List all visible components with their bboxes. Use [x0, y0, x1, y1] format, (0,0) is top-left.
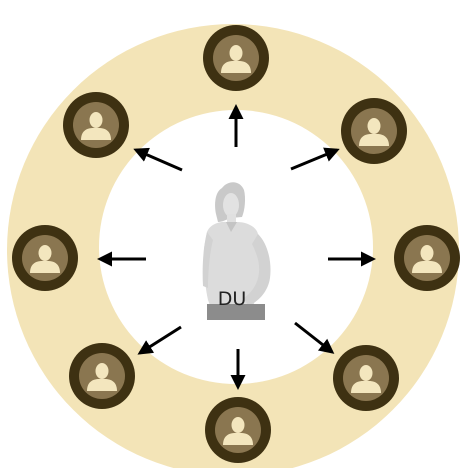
user-node-4: [333, 345, 399, 411]
user-node-6: [69, 343, 135, 409]
user-icon: [81, 112, 111, 140]
user-icon: [412, 245, 442, 273]
user-icon: [221, 45, 251, 73]
arrow-4: [294, 321, 335, 354]
user-node-3: [394, 225, 460, 291]
user-icon: [351, 365, 381, 393]
user-icon: [359, 118, 389, 146]
user-node-1: [203, 25, 269, 91]
arrow-6: [137, 325, 182, 355]
arrow-2: [290, 147, 340, 171]
user-icon: [223, 417, 253, 445]
user-node-8: [63, 92, 129, 158]
user-icon: [87, 363, 117, 391]
person-woman-icon: [202, 182, 271, 320]
arrow-8: [133, 147, 183, 172]
user-icon: [30, 245, 60, 273]
user-node-7: [12, 225, 78, 291]
user-node-5: [205, 397, 271, 463]
user-node-2: [341, 98, 407, 164]
center-label: DU: [218, 288, 247, 310]
